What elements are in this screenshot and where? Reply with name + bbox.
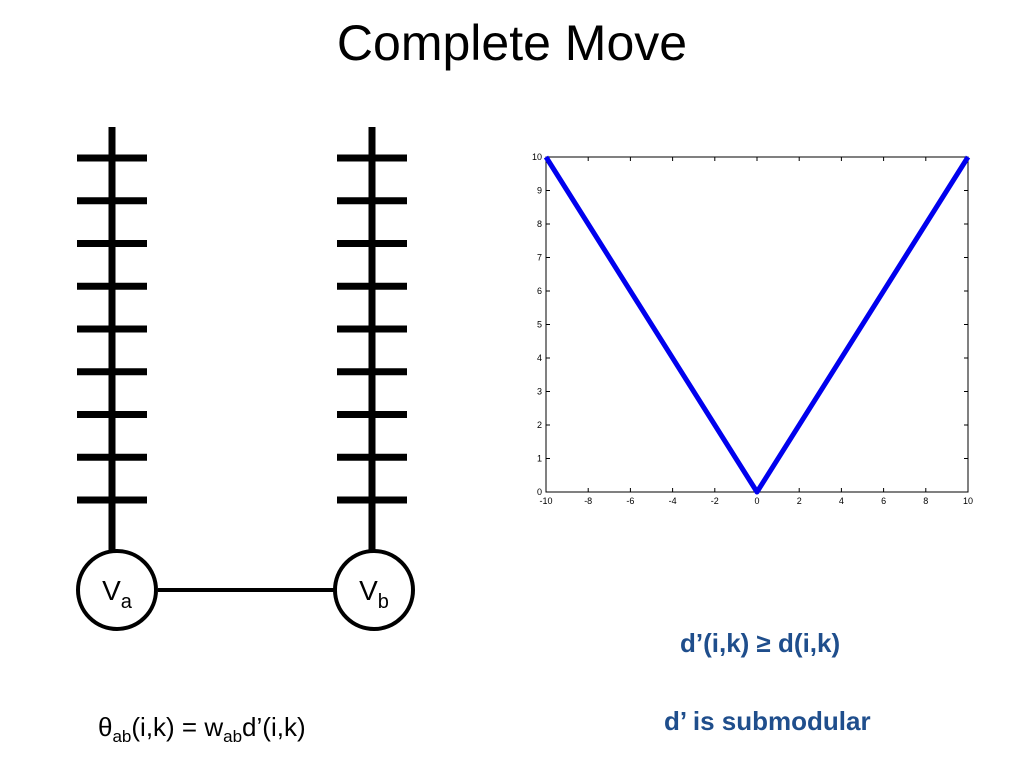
equation-middle: (i,k) = w: [131, 712, 224, 742]
x-tick-label: 4: [839, 496, 844, 506]
y-tick-label: 7: [537, 253, 542, 263]
y-tick-label: 5: [537, 320, 542, 330]
distance-plot: -10 -8 -6 -4 -2 0 2 4 6 8 10 0 1 2 3 4 5 6 7 8 9 10: [532, 152, 973, 506]
node-va-label: V: [102, 575, 121, 606]
y-tick-label: 10: [532, 152, 542, 162]
y-tick-label: 1: [537, 454, 542, 464]
y-tick-label: 0: [537, 487, 542, 497]
plot-frame: [545, 156, 969, 493]
svg-text:Va: Va: [102, 575, 133, 613]
label-stack-a: [77, 127, 147, 552]
x-tick-label: 6: [881, 496, 886, 506]
y-tick-label: 4: [537, 353, 542, 363]
node-vb-subscript: b: [378, 591, 389, 613]
x-tick-label: -10: [539, 496, 552, 506]
x-tick-label: -6: [626, 496, 634, 506]
equation-end: d’(i,k): [242, 712, 306, 742]
theta-symbol: θ: [98, 712, 113, 742]
x-tick-label: -8: [584, 496, 592, 506]
submodular-note: d’ is submodular: [664, 706, 871, 736]
x-tick-label: -4: [669, 496, 677, 506]
y-tick-label: 3: [537, 387, 542, 397]
x-tick-label: 2: [797, 496, 802, 506]
x-tick-label: -2: [711, 496, 719, 506]
node-vb-label: V: [359, 575, 378, 606]
x-tick-label: 10: [963, 496, 973, 506]
y-tick-label: 8: [537, 219, 542, 229]
label-stack-b: [337, 127, 407, 552]
x-tick-label: 8: [923, 496, 928, 506]
node-va: Va: [76, 549, 158, 631]
potential-equation: θab(i,k) = wabd’(i,k): [98, 712, 306, 747]
series-line: [543, 155, 971, 495]
y-tick-label: 9: [537, 186, 542, 196]
inequality-note: d’(i,k) ≥ d(i,k): [680, 628, 841, 658]
slide-title: Complete Move: [336, 15, 688, 71]
weight-subscript: ab: [223, 727, 243, 746]
y-tick-label: 2: [537, 420, 542, 430]
y-tick-label: 6: [537, 286, 542, 296]
y-axis-ticks: 0 1 2 3 4 5 6 7 8 9 10: [532, 152, 968, 497]
node-vb: Vb: [333, 549, 415, 631]
x-tick-label: 0: [754, 496, 759, 506]
node-va-subscript: a: [121, 591, 133, 613]
theta-subscript: ab: [112, 727, 132, 746]
svg-text:Vb: Vb: [359, 575, 389, 613]
